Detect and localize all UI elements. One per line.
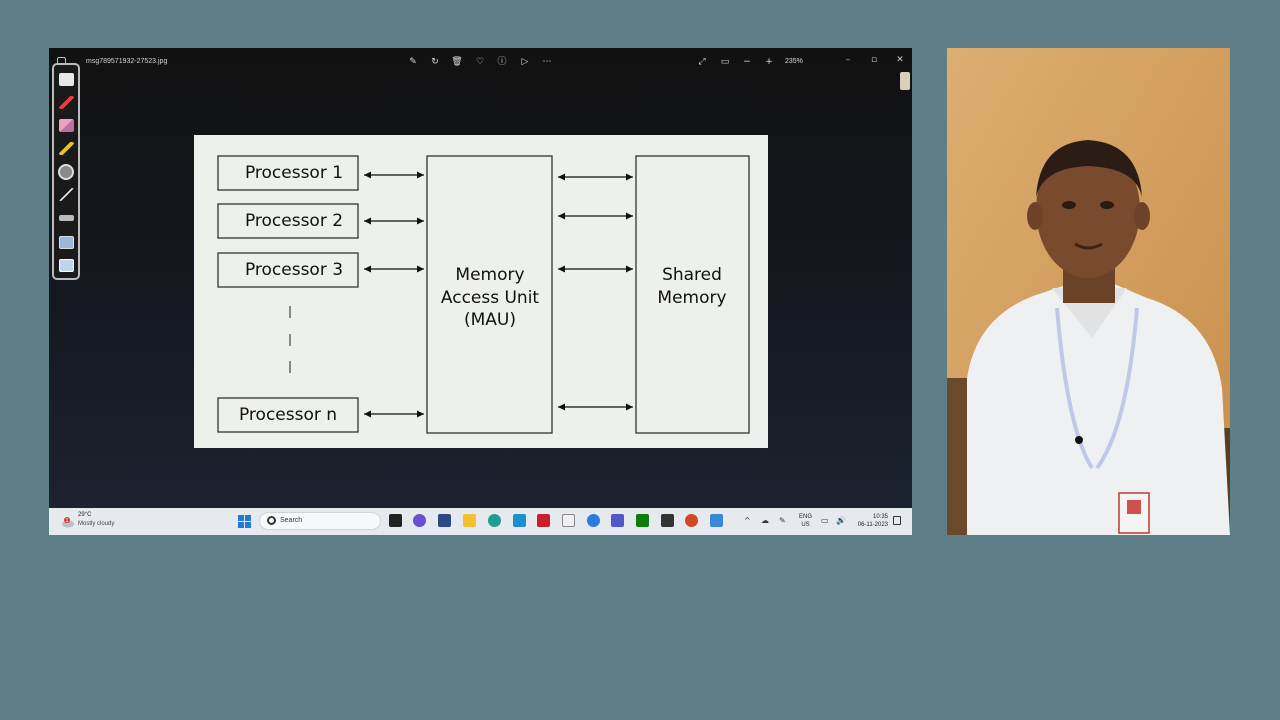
shared-memory-label: Shared — [662, 265, 722, 285]
rotate-icon[interactable]: ↻ — [431, 57, 439, 67]
red-pen-icon[interactable] — [59, 96, 74, 109]
shape-tool-icon[interactable] — [59, 215, 74, 221]
weather-description: Mostly cloudy — [78, 521, 115, 527]
teams-icon[interactable] — [611, 514, 624, 527]
file-explorer-icon[interactable] — [463, 514, 476, 527]
onedrive-icon[interactable]: ☁ — [761, 516, 769, 525]
processor-label: Processor 2 — [245, 211, 343, 231]
presenter-webcam-video — [947, 48, 1230, 535]
chat-icon[interactable] — [413, 514, 426, 527]
mau-label: Memory — [455, 265, 524, 285]
store-app-icon[interactable] — [438, 514, 451, 527]
minimize-button[interactable]: – — [845, 55, 851, 65]
photos-app-icon[interactable] — [710, 514, 723, 527]
info-icon[interactable]: ⓘ — [497, 57, 507, 67]
processor-box — [217, 155, 359, 191]
word-icon[interactable] — [587, 514, 600, 527]
display-icon[interactable]: ▭ — [821, 516, 829, 525]
l-app-icon[interactable] — [513, 514, 526, 527]
file-name: msg789571932-27523.jpg — [86, 58, 168, 65]
close-button[interactable]: ✕ — [896, 55, 904, 65]
system-clock[interactable]: 10:35 06-11-2023 — [857, 514, 888, 528]
weather-cloud-icon[interactable]: 1 — [61, 513, 75, 528]
zoom-in-icon[interactable]: + — [765, 57, 773, 67]
processor-box — [217, 252, 359, 288]
processor-box — [217, 203, 359, 239]
zoom-out-icon[interactable]: − — [743, 57, 751, 67]
taskbar-search-box[interactable]: Search — [259, 512, 381, 530]
edit-icon[interactable]: ✎ — [409, 57, 417, 67]
shared-memory-label: Memory — [657, 288, 726, 308]
shared-memory-diagram: Processor 1 Processor 2 Processor 3 Proc… — [217, 155, 750, 434]
processor-label: Processor n — [239, 405, 337, 425]
xbox-icon[interactable] — [636, 514, 649, 527]
whiteboard-app-icon[interactable] — [562, 514, 575, 527]
screen-capture-icon[interactable] — [59, 236, 74, 249]
chevron-up-icon[interactable]: ^ — [744, 516, 751, 525]
more-icon[interactable]: ⋯ — [542, 57, 552, 67]
mau-label: (MAU) — [464, 310, 516, 330]
viewer-titlebar: msg789571932-27523.jpg ✎ ↻ 🗑 ♡ ⓘ ▷ ⋯ ⤢ ▭… — [49, 48, 912, 76]
delete-icon[interactable]: 🗑 — [451, 57, 463, 67]
favorite-icon[interactable]: ♡ — [475, 57, 485, 67]
maximize-button[interactable]: ▫ — [870, 55, 878, 65]
weather-temperature: 29°C — [78, 512, 92, 518]
scrollbar-thumb[interactable] — [900, 72, 910, 90]
media-app-icon[interactable] — [661, 514, 674, 527]
task-view-icon[interactable] — [389, 514, 402, 527]
annotation-toolbar — [52, 63, 80, 280]
mcafee-icon[interactable] — [537, 514, 550, 527]
volume-icon[interactable]: 🔊 — [836, 516, 846, 525]
language-indicator[interactable]: ENG US — [799, 514, 813, 528]
start-windows-icon[interactable] — [238, 515, 251, 528]
search-icon — [267, 516, 276, 525]
notification-icon[interactable] — [893, 516, 901, 525]
whiteboard-icon[interactable] — [59, 73, 74, 86]
windows-taskbar: 1 29°C Mostly cloudy Search ^ ☁ ✎ ENG US — [49, 508, 912, 535]
search-placeholder: Search — [280, 517, 303, 524]
mau-box — [426, 155, 553, 434]
mau-label: Access Unit — [441, 288, 540, 308]
svg-text:1: 1 — [65, 518, 68, 524]
line-tool-icon[interactable] — [59, 188, 74, 201]
architecture-diagram-slide: Processor 1 Processor 2 Processor 3 Proc… — [194, 135, 768, 448]
edge-browser-icon[interactable] — [488, 514, 501, 527]
powerpoint-icon[interactable] — [685, 514, 698, 527]
highlighter-icon[interactable] — [59, 142, 74, 155]
fullscreen-icon[interactable]: ⤢ — [698, 57, 706, 67]
processor-box — [217, 397, 359, 433]
shared-memory-box — [635, 155, 750, 434]
processor-label: Processor 1 — [245, 163, 343, 183]
slideshow-icon[interactable]: ▷ — [521, 57, 529, 67]
eraser-icon[interactable] — [59, 119, 74, 132]
presenter-figure — [947, 48, 1230, 535]
board-icon[interactable] — [59, 259, 74, 272]
zoom-level: 235% — [785, 58, 803, 65]
fit-icon[interactable]: ▭ — [720, 57, 730, 67]
cursor-icon[interactable] — [58, 164, 74, 180]
screen-share: msg789571932-27523.jpg ✎ ↻ 🗑 ♡ ⓘ ▷ ⋯ ⤢ ▭… — [49, 48, 912, 535]
pen-tray-icon[interactable]: ✎ — [779, 516, 786, 525]
processor-label: Processor 3 — [245, 260, 343, 280]
